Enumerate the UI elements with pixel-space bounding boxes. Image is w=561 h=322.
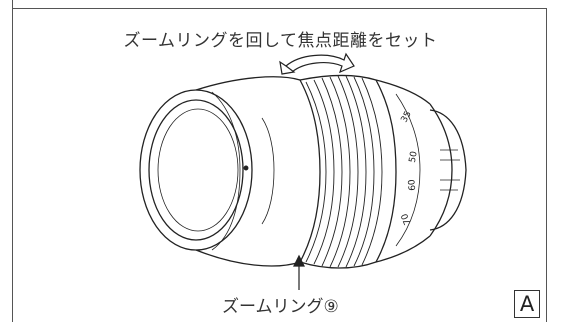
focal-mark-50: 50 bbox=[407, 150, 420, 164]
figure-caption: ズームリングを回して焦点距離をセット bbox=[123, 31, 438, 51]
frame-rule-right bbox=[546, 8, 547, 322]
focal-mark-60: 60 bbox=[407, 178, 419, 192]
frame-rule-top bbox=[12, 8, 546, 9]
frame-rule-left bbox=[12, 0, 13, 322]
panel-label: A bbox=[514, 290, 540, 318]
up-arrow-icon bbox=[293, 254, 305, 290]
rotate-arrow-icon bbox=[279, 52, 355, 75]
zoom-ring-label: ズームリング⑨ bbox=[222, 297, 339, 317]
